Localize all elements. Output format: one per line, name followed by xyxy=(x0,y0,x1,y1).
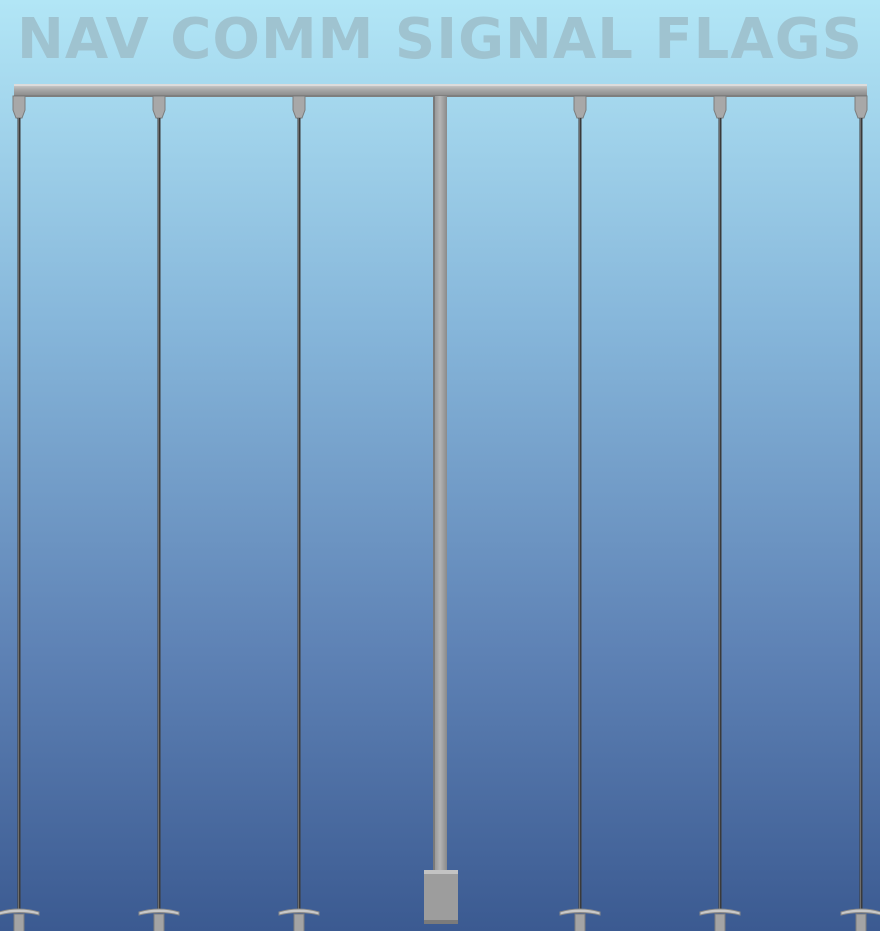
halyard-bracket xyxy=(713,95,727,119)
halyard-cleat[interactable] xyxy=(138,908,180,931)
halyard-cleat[interactable] xyxy=(840,908,880,931)
page-title: NAV COMM SIGNAL FLAGS xyxy=(17,7,863,72)
halyard-1 xyxy=(0,95,40,931)
halyard-bracket xyxy=(854,95,868,119)
halyard-cleat[interactable] xyxy=(699,908,741,931)
halyard-3 xyxy=(278,95,320,931)
mast-base xyxy=(424,870,458,924)
halyard-bracket xyxy=(292,95,306,119)
halyard-4 xyxy=(559,95,601,931)
halyard-bracket xyxy=(152,95,166,119)
halyard-cleat[interactable] xyxy=(0,908,40,931)
halyard-6 xyxy=(840,95,880,931)
mast xyxy=(433,96,447,874)
halyard-bracket xyxy=(573,95,587,119)
halyard-2 xyxy=(138,95,180,931)
halyard-cleat[interactable] xyxy=(278,908,320,931)
halyard-bracket xyxy=(12,95,26,119)
halyards xyxy=(0,95,880,931)
halyard-5 xyxy=(699,95,741,931)
halyard-cleat[interactable] xyxy=(559,908,601,931)
yard-arm xyxy=(14,84,867,97)
